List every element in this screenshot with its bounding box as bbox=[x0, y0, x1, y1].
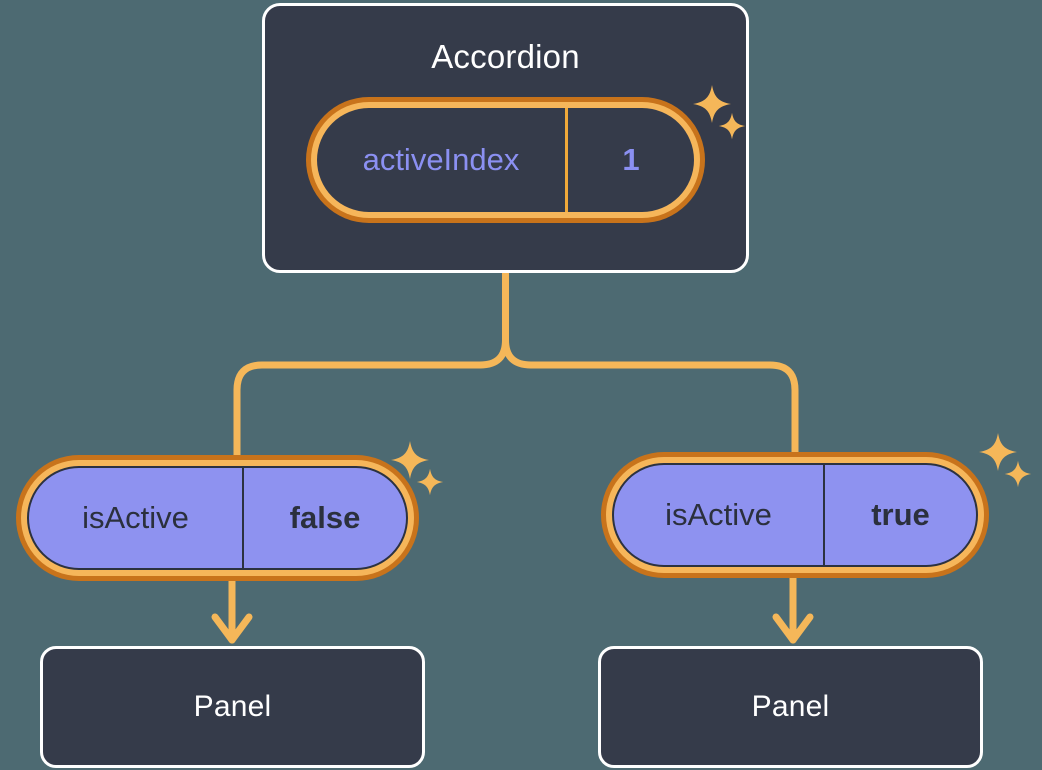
sparkle-small-icon bbox=[416, 468, 444, 496]
state-badge-body: isActive true bbox=[612, 463, 978, 567]
sparkle-small-icon bbox=[1004, 460, 1032, 488]
sparkle-large-icon bbox=[979, 433, 1017, 471]
component-title-panel-right: Panel bbox=[751, 690, 830, 723]
component-title-accordion: Accordion bbox=[431, 38, 580, 75]
component-title-panel-left: Panel bbox=[193, 690, 272, 723]
state-badge-isactive-false[interactable]: isActive false bbox=[16, 455, 419, 581]
branch-line-left bbox=[233, 361, 484, 460]
component-card-panel-right[interactable]: Panel bbox=[598, 646, 983, 768]
state-badge-isactive-true[interactable]: isActive true bbox=[601, 452, 989, 578]
state-key-activeindex: activeIndex bbox=[317, 108, 568, 212]
state-value-activeindex: 1 bbox=[622, 142, 640, 177]
state-key-isactive-left: isActive bbox=[29, 468, 244, 568]
state-badge-body: activeIndex 1 bbox=[317, 108, 694, 212]
state-key-isactive-right: isActive bbox=[614, 465, 825, 565]
sparkles-icon bbox=[978, 432, 1040, 494]
arrow-head-right bbox=[772, 613, 814, 644]
state-badge-ring: isActive false bbox=[21, 460, 414, 576]
state-value-isactive-left: false bbox=[289, 500, 361, 535]
state-badge-ring: isActive true bbox=[606, 457, 984, 573]
branch-line-right bbox=[527, 361, 799, 457]
trunk-line-right bbox=[502, 269, 535, 369]
state-value-isactive-right: true bbox=[871, 497, 930, 532]
state-badge-ring: activeIndex 1 bbox=[311, 102, 700, 218]
state-badge-activeindex[interactable]: activeIndex 1 bbox=[306, 97, 705, 223]
state-badge-body: isActive false bbox=[27, 466, 408, 570]
trunk-line-left bbox=[476, 269, 509, 369]
component-card-panel-left[interactable]: Panel bbox=[40, 646, 425, 768]
arrow-head-left bbox=[211, 613, 253, 644]
